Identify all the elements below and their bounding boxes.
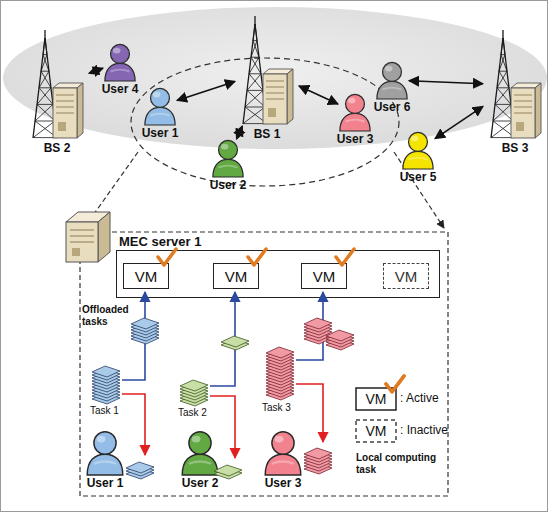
text-label: Task 2 <box>178 407 218 419</box>
coverage-area <box>3 7 547 149</box>
node-label: BS 2 <box>0 141 114 155</box>
text-label: Task 3 <box>262 402 302 414</box>
user-icon <box>263 430 303 475</box>
node-label: User 3 <box>313 132 397 146</box>
legend-text: : Inactive <box>400 423 460 437</box>
wireless-link <box>177 81 235 100</box>
server-title: MEC server 1 <box>119 234 201 249</box>
text-label: VM <box>356 420 396 442</box>
task-stacks <box>92 318 354 479</box>
cell-boundary <box>131 58 399 186</box>
server-icon <box>66 212 110 262</box>
legend-samples <box>356 388 396 442</box>
zoom-leader <box>394 152 444 228</box>
user-icon <box>338 93 372 131</box>
user-icon <box>401 131 435 169</box>
vm-box: VM <box>301 263 347 289</box>
vm-label: VM <box>395 268 418 285</box>
user-node: User 4 <box>103 43 137 81</box>
user-node: User 2 <box>211 139 245 177</box>
user-node: User 1 <box>143 87 177 125</box>
user-icon <box>143 87 177 125</box>
vm-label: VM <box>135 268 158 285</box>
base-station-icon <box>25 30 89 140</box>
node-label: User 2 <box>186 178 270 192</box>
vm-box: VM <box>383 263 429 289</box>
user-icon <box>85 430 125 475</box>
vm-label: VM <box>313 268 336 285</box>
user-node: User 1 <box>85 430 125 475</box>
user-icon <box>375 61 409 99</box>
user-node: User 3 <box>263 430 303 475</box>
server-box: MEC server 1VMVMVMVM <box>116 250 440 298</box>
node-label: User 1 <box>60 476 150 490</box>
active-checkmarks <box>158 249 404 392</box>
user-node: User 3 <box>338 93 372 131</box>
vm-label: VM <box>225 268 248 285</box>
node-label: BS 1 <box>210 127 324 141</box>
wireless-link <box>237 126 243 139</box>
user-node: User 2 <box>180 430 220 475</box>
wireless-link <box>409 81 483 84</box>
user-icon <box>103 43 137 81</box>
vm-box: VM <box>123 263 169 289</box>
base-station-node: BS 1 <box>235 16 299 126</box>
base-station-icon <box>483 30 547 140</box>
wireless-link <box>89 68 103 73</box>
text-label: Local computing task <box>356 452 446 476</box>
user-node: User 5 <box>401 131 435 169</box>
text-label: Offloaded tasks <box>82 304 136 328</box>
legend-text: : Active <box>400 391 460 405</box>
user-node: User 6 <box>375 61 409 99</box>
node-label: User 1 <box>118 126 202 140</box>
base-station-icon <box>235 16 299 126</box>
node-label: User 3 <box>238 476 328 490</box>
offload-arrows <box>122 292 323 458</box>
base-station-node: BS 2 <box>25 30 89 140</box>
wireless-link <box>299 86 338 104</box>
zoom-box <box>80 232 448 496</box>
user-icon <box>180 430 220 475</box>
text-label: Task 1 <box>90 405 130 417</box>
text-label: VM <box>356 388 396 410</box>
wireless-link <box>435 106 483 138</box>
node-label: User 5 <box>376 170 460 184</box>
user-icon <box>211 139 245 177</box>
node-label: User 4 <box>78 82 162 96</box>
base-station-node: BS 3 <box>483 30 547 140</box>
vm-box: VM <box>213 263 259 289</box>
legend-checkmark <box>386 376 404 392</box>
node-label: BS 3 <box>458 141 548 155</box>
node-label: User 6 <box>350 100 434 114</box>
